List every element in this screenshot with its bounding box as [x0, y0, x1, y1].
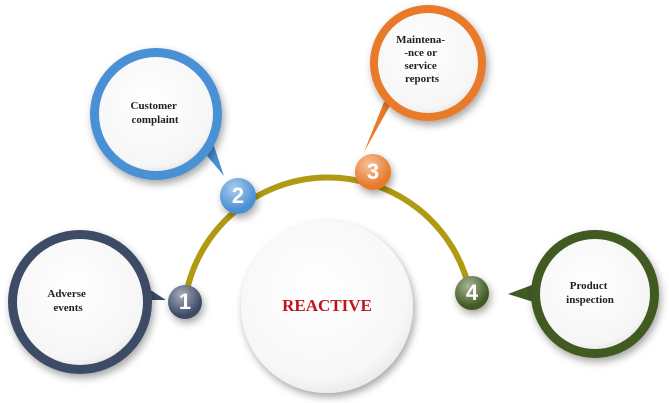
center-circle: REACTIVE [241, 221, 413, 393]
svg-text:Adverse events: Adverse events [47, 288, 88, 314]
callout-adverse-events: Adverse events [8, 230, 166, 374]
callout-label-line: service [404, 60, 436, 72]
step-number: 2 [232, 183, 244, 208]
callout-label-line: Maintena- [396, 34, 445, 46]
step-number: 4 [466, 280, 479, 305]
svg-text:Product inspection: Product inspection [566, 280, 614, 306]
connector-arc [182, 174, 473, 303]
svg-text:Customer complaint: Customer complaint [131, 100, 180, 126]
callout-label-line: reports [405, 73, 440, 85]
step-marker-2: 2 [220, 178, 256, 214]
step-number: 1 [179, 289, 191, 314]
callout-label-line: -nce or [404, 47, 437, 59]
step-marker-4: 4 [455, 276, 489, 310]
callout-product-inspection: Product inspection [508, 230, 659, 358]
callout-label-line: Customer [131, 100, 178, 112]
svg-text:Maintena- -nce or: Maintena- -nce or service reports [396, 34, 448, 85]
callout-maintenance-reports: Maintena- -nce or service reports [364, 5, 486, 152]
callout-label-line: inspection [566, 294, 614, 306]
callout-label-line: Product [570, 280, 608, 292]
callout-label-line: events [53, 302, 83, 314]
center-label: REACTIVE [282, 296, 372, 315]
callout-label-line: Adverse [47, 288, 86, 300]
step-marker-3: 3 [355, 154, 391, 190]
callout-label-line: complaint [131, 114, 178, 126]
callout-customer-complaint: Customer complaint [90, 48, 224, 180]
step-number: 3 [367, 159, 379, 184]
step-marker-1: 1 [168, 285, 202, 319]
